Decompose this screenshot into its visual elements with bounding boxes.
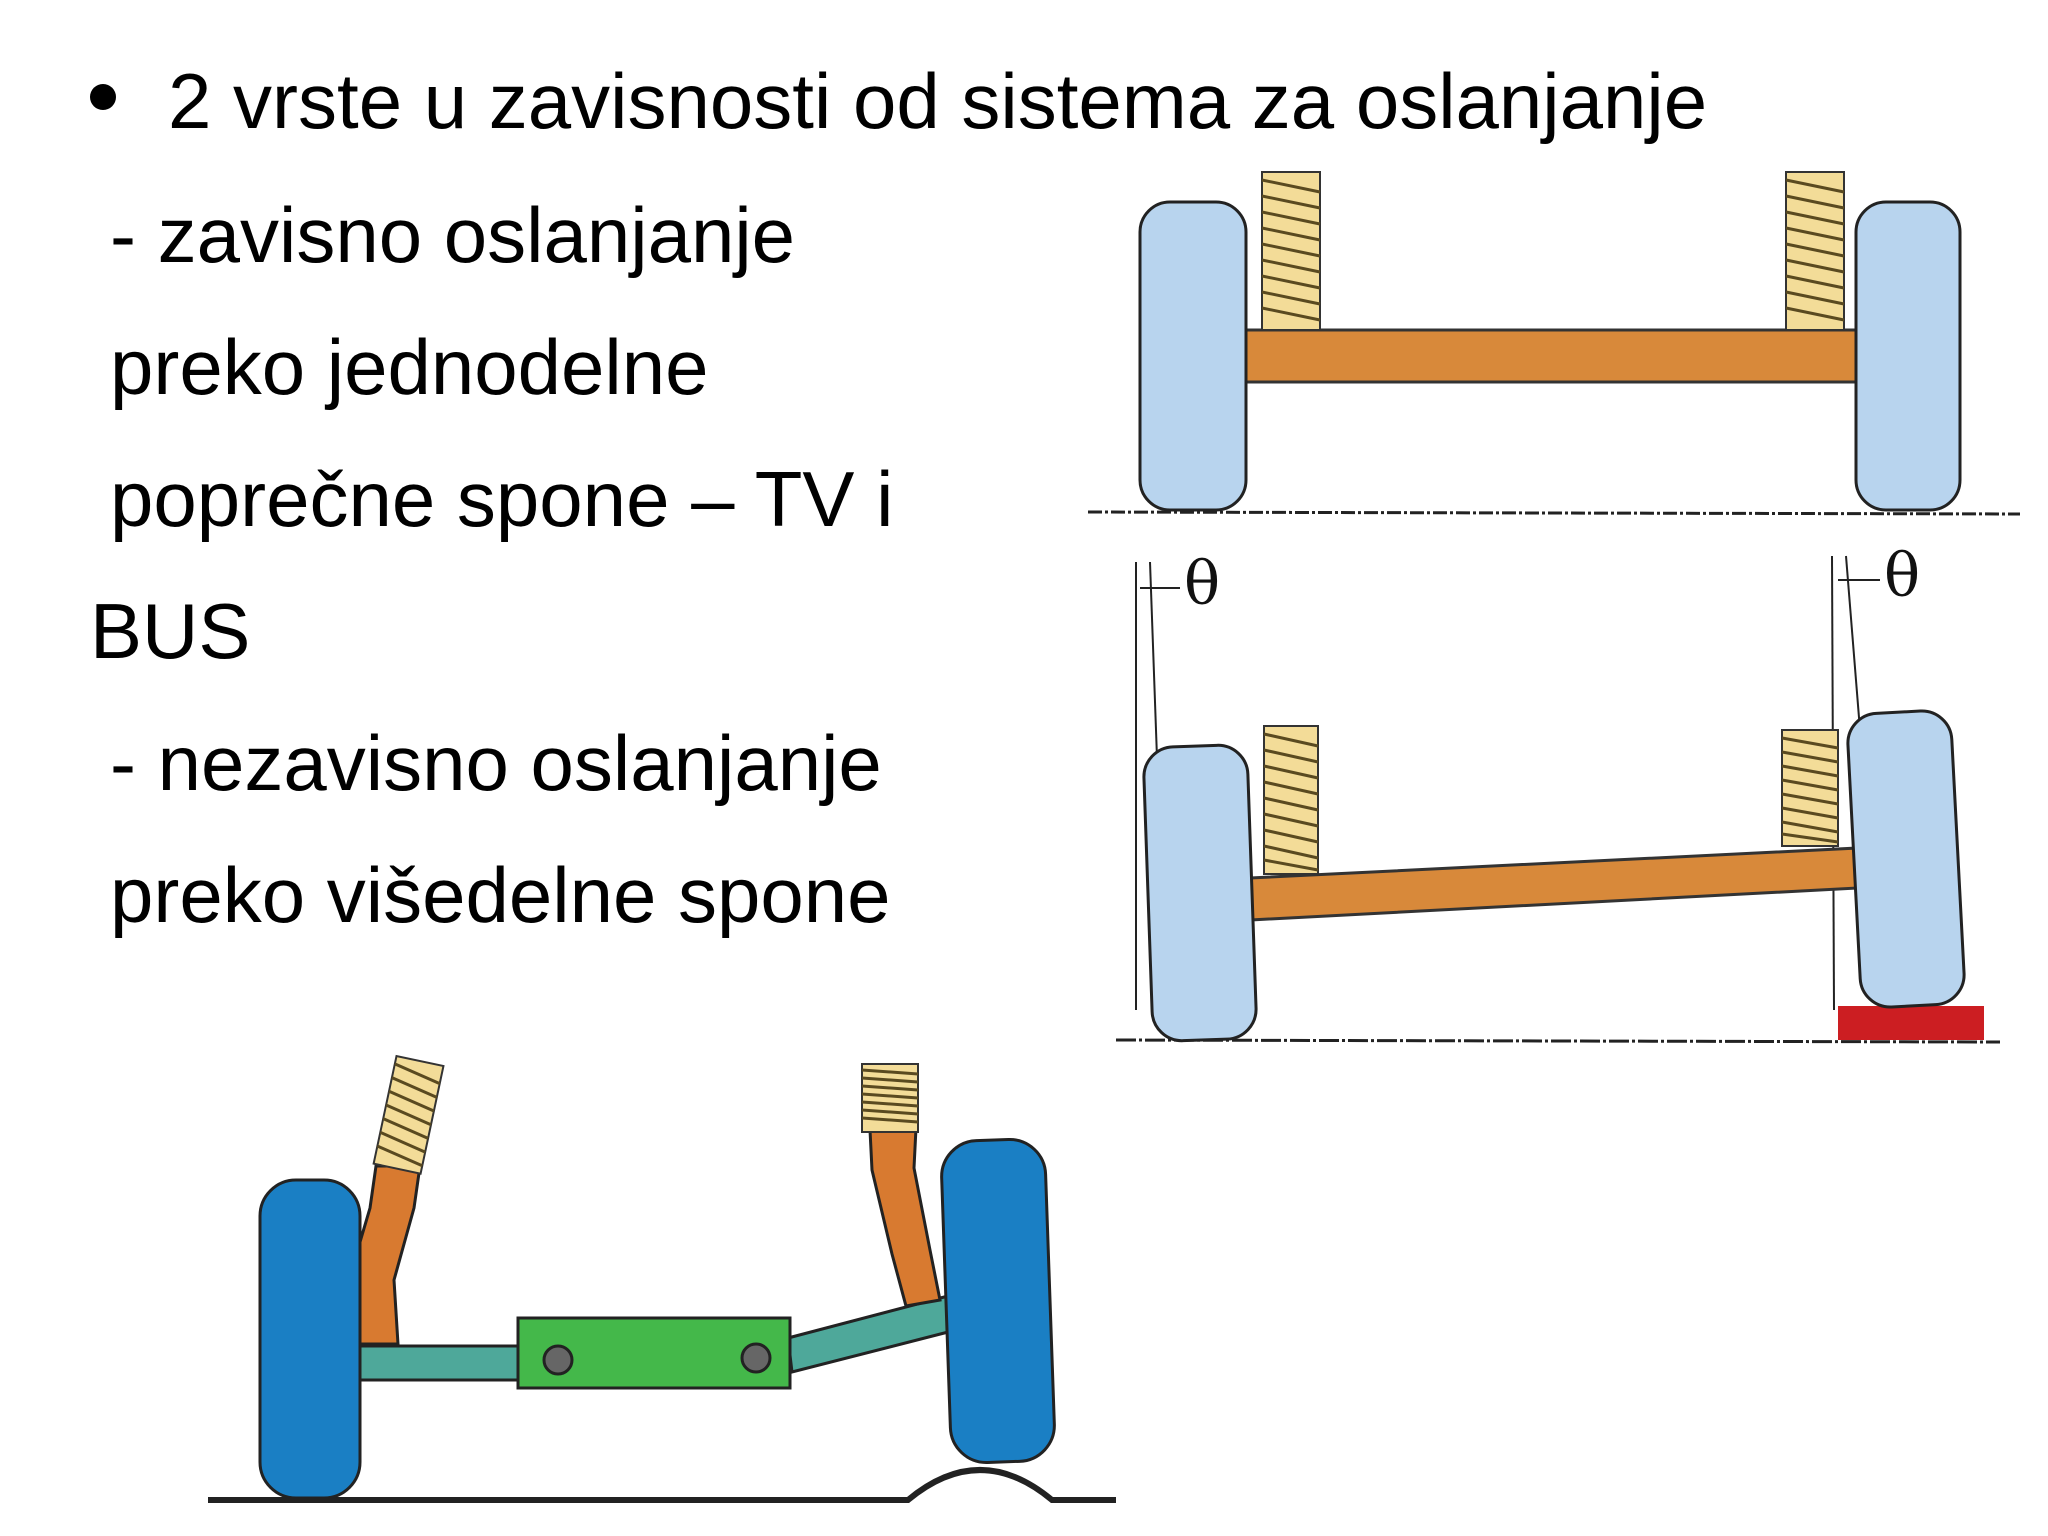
spring-icon — [1263, 725, 1319, 875]
right-wheel — [940, 1138, 1056, 1464]
left-wheel — [1138, 200, 1248, 512]
ground-line — [1087, 510, 2021, 516]
left-wheel — [258, 1178, 362, 1500]
left-strut-arm — [348, 1164, 422, 1346]
line-cross-link-tv: poprečne spone – TV i — [110, 455, 894, 543]
angle-label: θ — [1884, 541, 1920, 611]
angle-label: θ — [1184, 549, 1220, 619]
left-link — [354, 1344, 530, 1382]
road-obstacle — [1838, 1006, 1984, 1040]
slide-heading: 2 vrste u zavisnosti od sistema za oslan… — [168, 57, 1708, 145]
line-multi-piece-link: preko višedelne spone — [110, 851, 891, 939]
line-single-piece-link: preko jednodelne — [110, 323, 709, 411]
ground-line — [1115, 1038, 2001, 1044]
spring-icon — [861, 1063, 919, 1133]
bullet-icon — [90, 84, 116, 110]
spring-icon — [1781, 729, 1839, 847]
right-link — [786, 1294, 958, 1374]
pivot-bolt — [740, 1342, 772, 1374]
diagram-solid-axle-tilted: θ θ — [1115, 541, 2001, 1044]
rigid-axle — [1238, 328, 1862, 384]
right-strut-arm — [868, 1126, 942, 1308]
ground-with-bump — [208, 1467, 1116, 1503]
spring-icon — [372, 1054, 445, 1175]
spring-icon — [1785, 171, 1845, 331]
line-independent-suspension: - nezavisno oslanjanje — [110, 719, 882, 807]
spring-icon — [1261, 171, 1321, 331]
pivot-bolt — [542, 1344, 574, 1376]
rigid-axle — [1248, 846, 1860, 922]
diagram-solid-axle-level — [1087, 171, 2021, 516]
right-wheel — [1854, 200, 1962, 512]
right-wheel — [1846, 709, 1966, 1009]
left-wheel — [1142, 743, 1258, 1043]
tilt-reference-line — [1845, 555, 1861, 731]
line-dependent-suspension: - zavisno oslanjanje — [110, 191, 796, 279]
diagram-independent-suspension — [208, 1054, 1116, 1503]
line-bus: BUS — [90, 587, 251, 675]
